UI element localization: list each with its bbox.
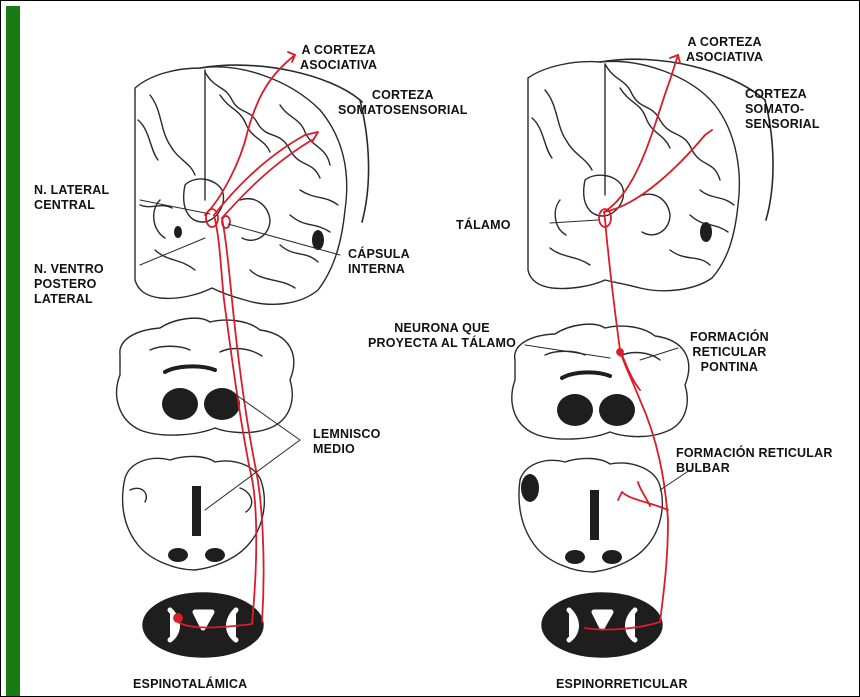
left-medulla — [123, 456, 265, 570]
right-label-pontine-reticular: FORMACIÓN RETICULAR PONTINA — [690, 330, 769, 375]
right-label-to-cortex: A CORTEZA ASOCIATIVA — [686, 35, 763, 65]
left-caption: ESPINOTALÁMICA — [133, 677, 247, 692]
right-leader-lines — [525, 220, 690, 490]
left-label-medial-lemniscus: LEMNISCO MEDIO — [313, 427, 381, 457]
right-label-bulbar-reticular: FORMACIÓN RETICULAR BULBAR — [676, 446, 833, 476]
left-pons — [117, 318, 294, 435]
right-spinal-cord — [542, 593, 662, 657]
right-pons — [512, 324, 689, 439]
left-label-central-lateral-nucleus: N. LATERAL CENTRAL — [34, 183, 109, 213]
right-caption: ESPINORRETICULAR — [556, 677, 688, 692]
left-spinothalamic-pathway — [174, 52, 318, 628]
left-label-vpl-nucleus: N. VENTRO POSTERO LATERAL — [34, 262, 104, 307]
right-medulla — [519, 458, 662, 572]
left-label-to-cortex: A CORTEZA ASOCIATIVA — [300, 43, 377, 73]
left-label-somatosensory-cortex: CORTEZA SOMATOSENSORIAL — [338, 88, 468, 118]
left-label-internal-capsule: CÁPSULA INTERNA — [348, 247, 410, 277]
right-label-somatosensory-cortex: CORTEZA SOMATO- SENSORIAL — [745, 87, 820, 132]
right-label-thalamus: TÁLAMO — [456, 218, 511, 233]
right-label-projection-neuron: NEURONA QUE PROYECTA AL TÁLAMO — [368, 321, 516, 351]
